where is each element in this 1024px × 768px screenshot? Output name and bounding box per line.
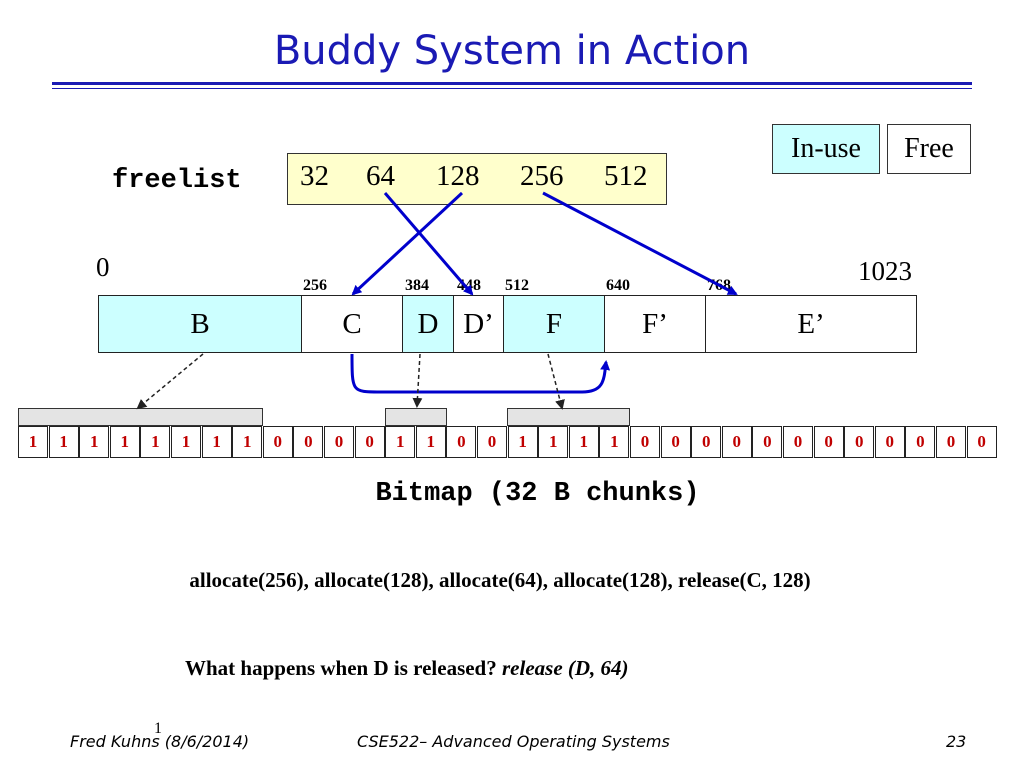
freelist-size-512: 512 — [604, 160, 648, 192]
bitmap-label: Bitmap (32 B chunks) — [375, 479, 700, 509]
bitmap-bit: 1 — [385, 426, 416, 458]
bitmap-bit: 0 — [783, 426, 813, 458]
slide-title: Buddy System in Action — [273, 28, 751, 74]
memory-block-d: D — [402, 295, 454, 353]
bitmap-bit: 0 — [324, 426, 354, 458]
legend-free: Free — [887, 124, 971, 174]
address-640: 640 — [606, 277, 630, 294]
memory-block-b: B — [98, 295, 302, 353]
legend-in-use: In-use — [772, 124, 880, 174]
d-bitmap-pointer — [412, 353, 423, 408]
question-text: What happens when D is released? release… — [185, 656, 629, 681]
freelist-size-64: 64 — [366, 160, 395, 192]
freelist-size-32: 32 — [300, 160, 329, 192]
address-256: 256 — [303, 277, 327, 294]
memory-end-address: 1023 — [858, 256, 912, 286]
title-rule — [52, 82, 972, 85]
bitmap-bit: 1 — [79, 426, 110, 458]
title-rule-thin — [52, 88, 972, 89]
bitmap-bit: 0 — [966, 426, 997, 458]
bitmap-bit: 0 — [446, 426, 477, 458]
bitmap-bit: 1 — [599, 426, 630, 458]
bitmap-bit: 1 — [109, 426, 140, 458]
bitmap-bit: 0 — [293, 426, 324, 458]
bitmap-bit: 1 — [48, 426, 79, 458]
memory-block-e-buddy: E’ — [705, 295, 917, 353]
footer-author: Fred Kuhns (8/6/2014) — [70, 732, 250, 751]
bitmap-bit: 0 — [660, 426, 691, 458]
bitmap-bit: 0 — [905, 426, 936, 458]
footer-page-number: 23 — [946, 732, 967, 751]
bitmap-bit: 1 — [232, 426, 263, 458]
memory-block-f-buddy: F’ — [604, 295, 706, 353]
bitmap-bit: 0 — [844, 426, 875, 458]
memory-start-address: 0 — [96, 252, 110, 282]
bitmap-bit: 1 — [507, 426, 538, 458]
bitmap-bit: 0 — [691, 426, 722, 458]
bitmap-bit: 1 — [568, 426, 599, 458]
operations-sequence: allocate(256), allocate(128), allocate(6… — [189, 568, 811, 592]
bitmap-bit: 1 — [201, 426, 232, 458]
bitmap-group-f — [507, 408, 630, 426]
bitmap-bit: 0 — [752, 426, 783, 458]
bitmap-bit: 0 — [262, 426, 293, 458]
freelist-64-arrow — [383, 192, 474, 296]
bitmap-bit: 0 — [813, 426, 844, 458]
f-bitmap-pointer — [547, 353, 565, 410]
bitmap-bit: 1 — [171, 426, 201, 458]
bitmap-bit: 1 — [18, 426, 48, 458]
freelist-label: freelist — [112, 166, 242, 196]
bitmap-bit: 1 — [140, 426, 171, 458]
bitmap-bit: 0 — [936, 426, 966, 458]
freelist-size-256: 256 — [520, 160, 564, 192]
c-to-f-buddy-arrow — [350, 353, 611, 394]
bitmap-bit: 0 — [721, 426, 752, 458]
bitmap-bit: 0 — [477, 426, 507, 458]
freelist-128-arrow — [351, 191, 464, 296]
b-bitmap-pointer — [136, 353, 204, 410]
footer-course: CSE522– Advanced Operating Systems — [357, 732, 670, 751]
bitmap-bit: 1 — [415, 426, 446, 458]
freelist-size-128: 128 — [436, 160, 480, 192]
bitmap-bit: 0 — [354, 426, 385, 458]
stray-mark: 1 — [154, 720, 162, 737]
address-512: 512 — [505, 277, 529, 294]
freelist-box — [287, 153, 667, 205]
question-action: release (D, 64) — [502, 656, 629, 680]
bitmap-bit: 1 — [538, 426, 569, 458]
freelist-256-arrow — [542, 191, 738, 296]
address-384: 384 — [405, 277, 429, 294]
bitmap-bit: 0 — [874, 426, 905, 458]
bitmap-bit: 0 — [630, 426, 660, 458]
question-main: What happens when D is released? — [185, 656, 497, 680]
bitmap-group-d — [385, 408, 447, 426]
